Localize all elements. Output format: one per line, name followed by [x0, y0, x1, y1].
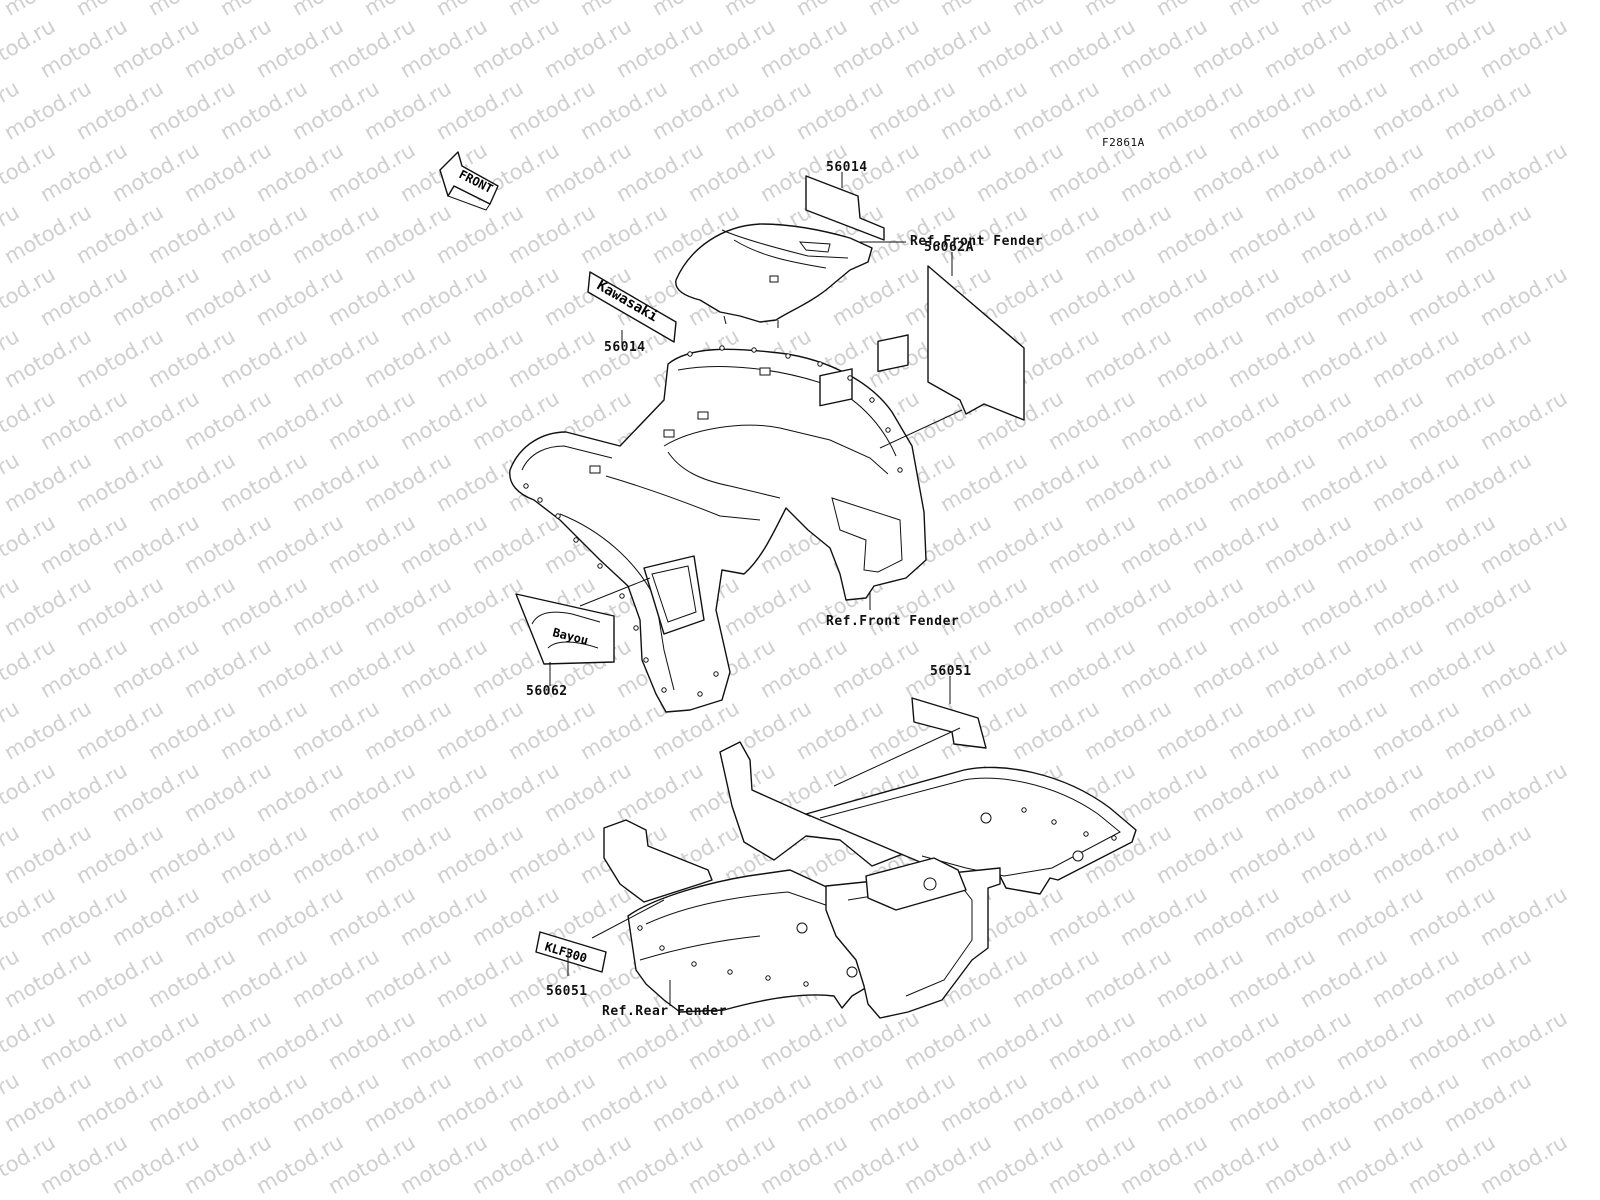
callout-ref-front-fender-mid: Ref.Front Fender [826, 614, 960, 629]
decal-56062: Bayou [515, 593, 615, 665]
callout-56051-right: 56051 [930, 664, 972, 679]
callout-56062: 56062 [526, 684, 568, 699]
rear-fender [603, 741, 1137, 1019]
callout-56014-top: 56014 [826, 160, 868, 175]
decal-kawasaki: Kawasaki [587, 271, 677, 343]
leader-lines [549, 172, 963, 1006]
front-arrow-icon: FRONT [439, 151, 499, 211]
decal-56051-left: KLF300 [535, 931, 607, 973]
figure-code: F2861A [1102, 136, 1145, 149]
callout-ref-front-fender-top: Ref.Front Fender [910, 234, 1044, 249]
decal-56014-top [805, 175, 885, 241]
callout-56014-kawasaki: 56014 [604, 340, 646, 355]
callout-ref-rear-fender: Ref.Rear Fender [602, 1004, 727, 1019]
callout-56051-left: 56051 [546, 984, 588, 999]
decal-56062a [927, 265, 1025, 421]
front-fender-top-panel [675, 223, 873, 328]
decal-56051-right [911, 697, 987, 749]
callout-56062a: 56062A [924, 240, 974, 255]
front-fender-body [509, 334, 927, 713]
